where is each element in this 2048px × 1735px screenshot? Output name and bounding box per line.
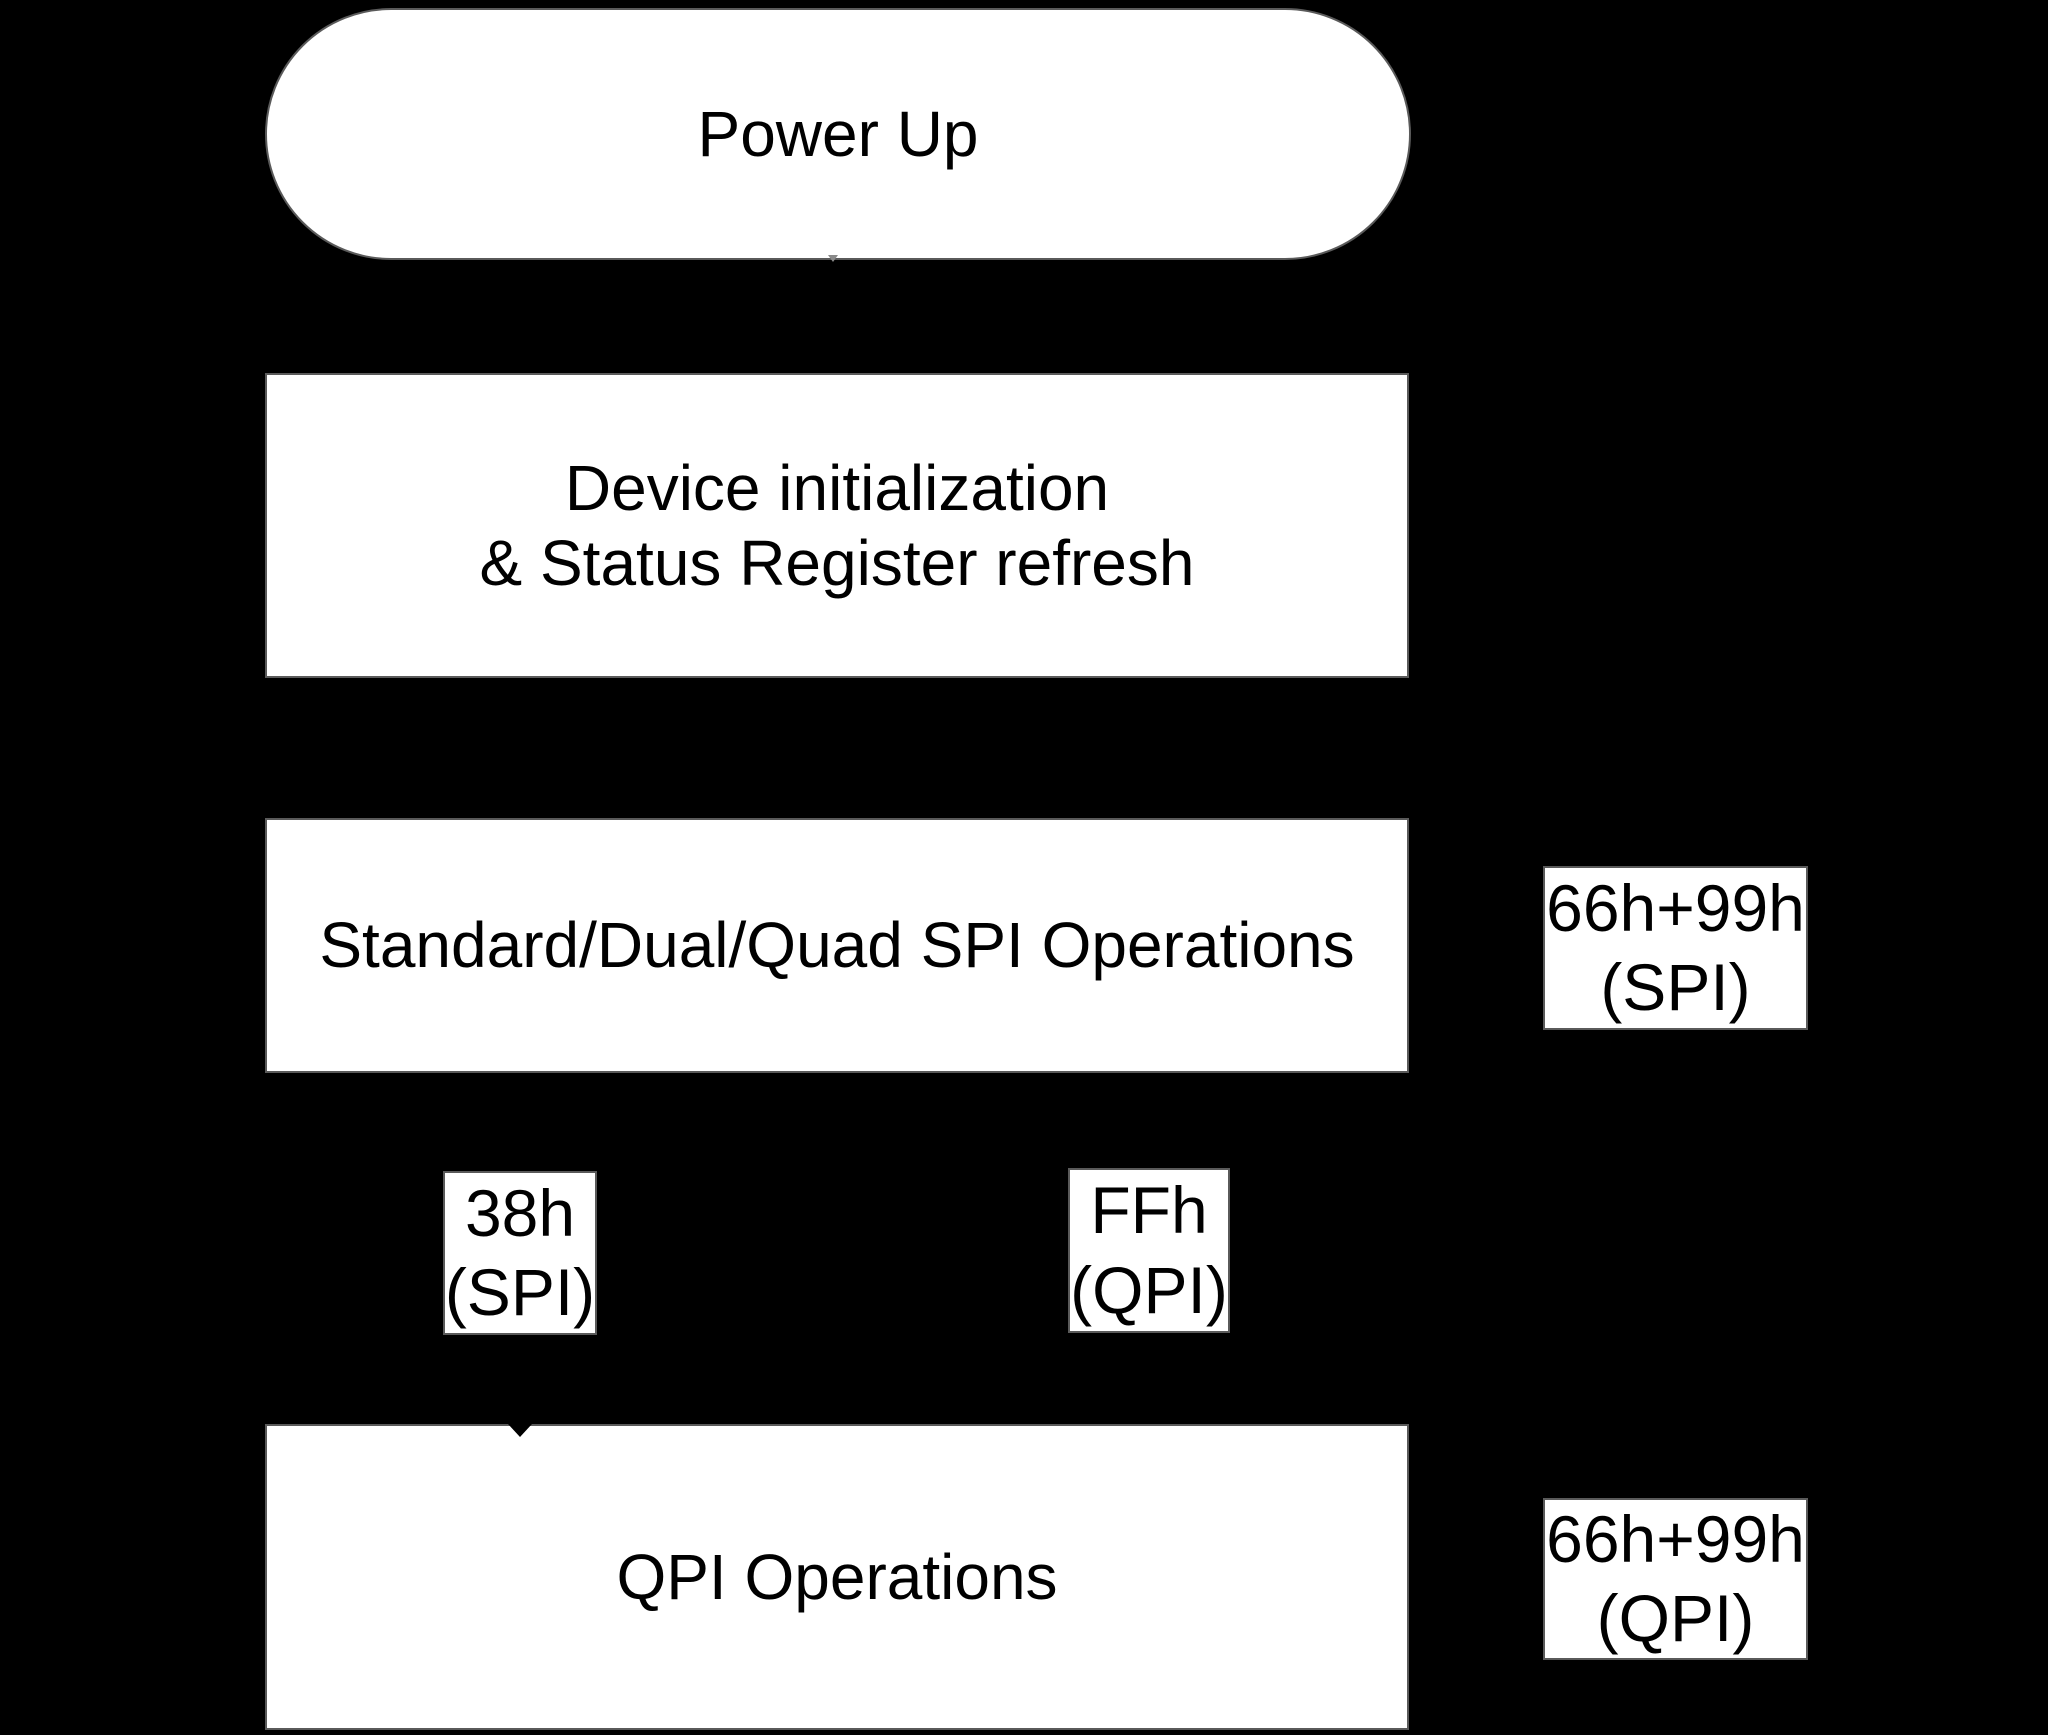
spi-operations-node: Standard/Dual/Quad SPI Operations [265, 818, 1409, 1073]
power-up-node: Power Up [265, 8, 1411, 260]
command-tag-38h-spi-line2: (SPI) [444, 1255, 596, 1329]
device-initialization-label-line1: Device initialization [564, 452, 1110, 525]
command-tag-38h-spi-line1: 38h [464, 1175, 576, 1250]
device-initialization-label-line2: & Status Register refresh [479, 526, 1195, 599]
qpi-operations-label: QPI Operations [616, 1540, 1058, 1613]
device-initialization-node: Device initialization & Status Register … [265, 373, 1409, 678]
command-tag-38h-spi: 38h (SPI) [443, 1171, 597, 1335]
command-tag-66h-99h-qpi: 66h+99h (QPI) [1543, 1498, 1808, 1660]
power-up-label: Power Up [697, 97, 979, 170]
qpi-operations-node: QPI Operations [265, 1424, 1409, 1730]
down-arrowhead-icon [508, 1424, 532, 1437]
command-tag-ffh-qpi-line2: (QPI) [1070, 1252, 1228, 1327]
down-arrowhead-icon [828, 255, 838, 262]
command-tag-66h-99h-spi-line1: 66h+99h [1546, 870, 1805, 945]
command-tag-ffh-qpi-line1: FFh [1090, 1173, 1208, 1248]
command-tag-ffh-qpi: FFh (QPI) [1068, 1168, 1230, 1333]
command-tag-66h-99h-spi-line2: (SPI) [1600, 950, 1751, 1024]
command-tag-66h-99h-spi: 66h+99h (SPI) [1543, 866, 1808, 1030]
spi-operations-label: Standard/Dual/Quad SPI Operations [319, 909, 1355, 982]
command-tag-66h-99h-qpi-line1: 66h+99h [1546, 1501, 1805, 1576]
command-tag-66h-99h-qpi-line2: (QPI) [1596, 1581, 1755, 1655]
